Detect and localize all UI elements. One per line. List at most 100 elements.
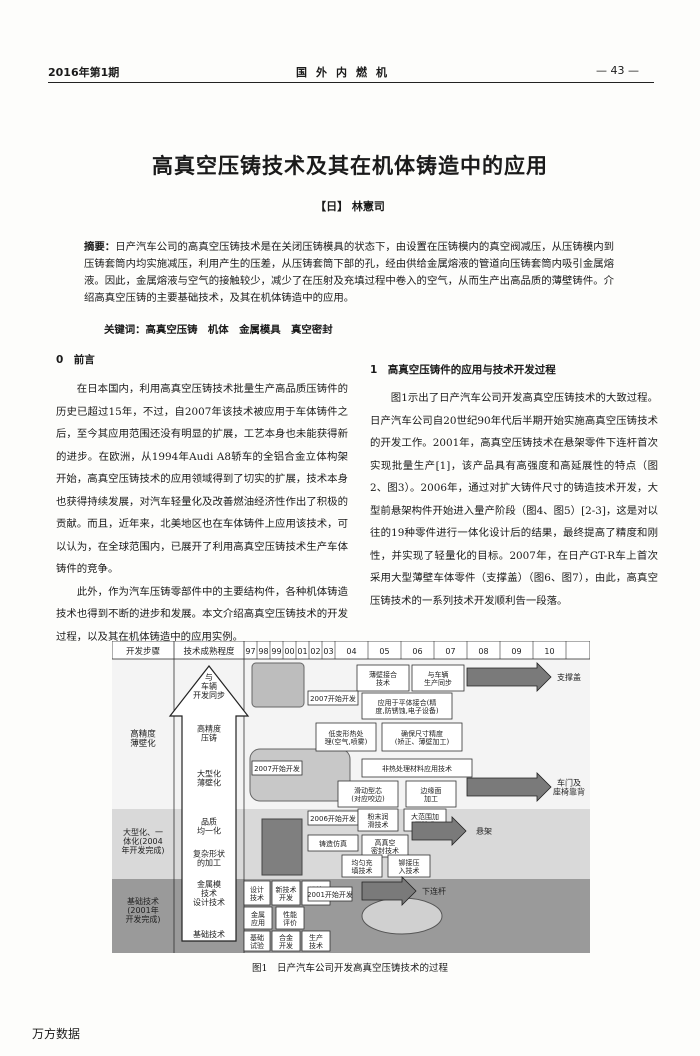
arrow-stage-label: 金属模技术设计技术	[193, 879, 225, 907]
paragraph: 此外，作为汽车压铸零部件中的主要结构件，各种机体铸造技术也得到不断的进步和发展。…	[56, 585, 348, 643]
component-photo	[251, 662, 305, 708]
year-label: 00	[284, 647, 294, 656]
technology-label: 薄壁接合技术	[369, 670, 397, 687]
section-heading-intro: 0 前言	[56, 354, 95, 366]
header-rule	[48, 82, 654, 83]
technology-box	[411, 664, 465, 692]
result-arrow	[466, 772, 552, 802]
technology-box	[307, 886, 353, 902]
year-label: 06	[412, 647, 422, 656]
page-number: — 43 —	[596, 64, 639, 77]
technology-label: 基础试验	[250, 933, 264, 950]
technology-label: 高真空密封技术	[371, 838, 399, 855]
technology-label: 2001开始开发	[307, 890, 353, 899]
paper-title: 高真空压铸技术及其在机体铸造中的应用	[152, 154, 548, 178]
technology-label: 确保尺寸精度(矫正、薄壁加工)	[395, 729, 450, 746]
result-label: 下连杆	[422, 886, 446, 896]
year-label: 10	[544, 647, 554, 656]
result-arrow	[466, 662, 552, 692]
year-label: 02	[310, 647, 320, 656]
technology-label: 铸造仿真	[319, 839, 347, 848]
technology-box	[337, 780, 399, 808]
technology-label: 金属应用	[251, 910, 265, 927]
technology-label: 合金开发	[279, 933, 293, 950]
arrow-stage-label: 复杂形状的加工	[193, 849, 225, 868]
journal-name: 国外内燃机	[296, 66, 396, 79]
technology-box	[361, 758, 473, 778]
technology-label: 粉末润滑技术	[368, 812, 389, 829]
technology-box	[357, 808, 399, 832]
technology-label: 应用于平体接合(精度,防锈蚀,电子设备)	[375, 698, 438, 715]
arrow-stage-label: 与车辆开发同步	[193, 673, 225, 700]
abstract-text: 日产汽车公司的高真空压铸技术是在关闭压铸模具的状态下，由设置在压铸模内的真空阀减…	[84, 241, 615, 304]
component-photo	[261, 818, 303, 876]
technology-label: 均匀充填技术	[352, 858, 373, 875]
right-column: 图1示出了日产汽车公司开发高真空压铸技术的大致过程。日产汽车公司自20世纪90年…	[370, 387, 658, 612]
result-label: 车门及座椅靠背	[553, 778, 585, 797]
keywords: 关键词：高真空压铸 机体 金属模具 真空密封	[104, 324, 333, 336]
column-header-maturity: 技术成熟程度	[183, 646, 235, 657]
technology-label: 2007开始开发	[254, 764, 300, 773]
technology-box	[381, 722, 463, 752]
year-label: 03	[323, 647, 333, 656]
technology-box	[307, 834, 359, 852]
year-label: 01	[297, 647, 307, 656]
year-label: 08	[478, 647, 488, 656]
abstract: 摘要：日产汽车公司的高真空压铸技术是在关闭压铸模具的状态下，由设置在压铸模内的真…	[84, 239, 614, 307]
year-label: 98	[258, 647, 268, 656]
year-label: 07	[445, 647, 455, 656]
result-arrow	[361, 876, 417, 906]
author-line: 【日】 林憲司	[315, 200, 385, 213]
row-label: 基础技术(2001年开发完成)	[125, 896, 160, 924]
technology-box	[387, 854, 431, 878]
abstract-label: 摘要：	[84, 241, 116, 253]
technology-label: 2006开始开发	[310, 814, 356, 823]
technology-label: 性能评价	[283, 910, 297, 927]
technology-box	[356, 664, 410, 692]
technology-label: 设计技术	[250, 885, 264, 902]
technology-box	[243, 906, 273, 930]
technology-label: 新技术开发	[276, 885, 297, 902]
technology-label: 生产技术	[309, 933, 323, 950]
technology-box	[271, 930, 301, 952]
technology-label: 2007开始开发	[310, 694, 356, 703]
column-header-step: 开发步骤	[126, 646, 161, 657]
technology-label: 边缘面加工	[421, 786, 442, 803]
technology-box	[271, 880, 301, 906]
technology-box	[361, 692, 453, 720]
paragraph: 图1示出了日产汽车公司开发高真空压铸技术的大致过程。日产汽车公司自20世纪90年…	[370, 392, 658, 607]
year-label: 99	[271, 647, 281, 656]
year-label: 97	[245, 647, 255, 656]
header-row	[112, 641, 590, 660]
arrow-stage-label: 大型化薄壁化	[197, 769, 221, 788]
technology-label: 铆接压入技术	[399, 858, 420, 875]
technology-box	[341, 854, 383, 878]
figure-caption: 图1 日产汽车公司开发高真空压铸技术的过程	[251, 963, 449, 974]
technology-label: 低变形热处理(空气,喷雾)	[325, 729, 368, 746]
result-arrow	[411, 816, 467, 846]
result-label: 悬架	[476, 827, 492, 836]
technology-box	[243, 930, 271, 952]
technology-box	[307, 690, 359, 706]
section-heading-1: 1 高真空压铸件的应用与技术开发过程	[370, 364, 556, 376]
technology-label: 滑动型芯(对应咬边)	[351, 786, 385, 803]
arrow-stage-label: 基础技术	[193, 929, 225, 939]
arrow-stage-label: 品质均一化	[197, 817, 221, 836]
row-label: 高精度薄壁化	[130, 728, 156, 749]
technology-box	[301, 930, 331, 952]
year-label: 05	[379, 647, 389, 656]
technology-box	[243, 880, 271, 906]
year-label: 09	[511, 647, 521, 656]
issue-label: 2016年第1期	[48, 66, 120, 79]
arrow-stage-label: 高精度压铸	[197, 724, 221, 743]
technology-box	[275, 906, 305, 930]
paragraph: 在日本国内，利用高真空压铸技术批量生产高品质压铸件的历史已超过15年，不过，自2…	[56, 383, 348, 575]
year-label: 04	[346, 647, 356, 656]
technology-label: 与车辆生产同步	[424, 670, 452, 687]
watermark-footer: 万方数据	[32, 1027, 81, 1041]
technology-box	[405, 780, 457, 808]
technology-box	[315, 722, 377, 752]
technology-box	[251, 760, 303, 776]
